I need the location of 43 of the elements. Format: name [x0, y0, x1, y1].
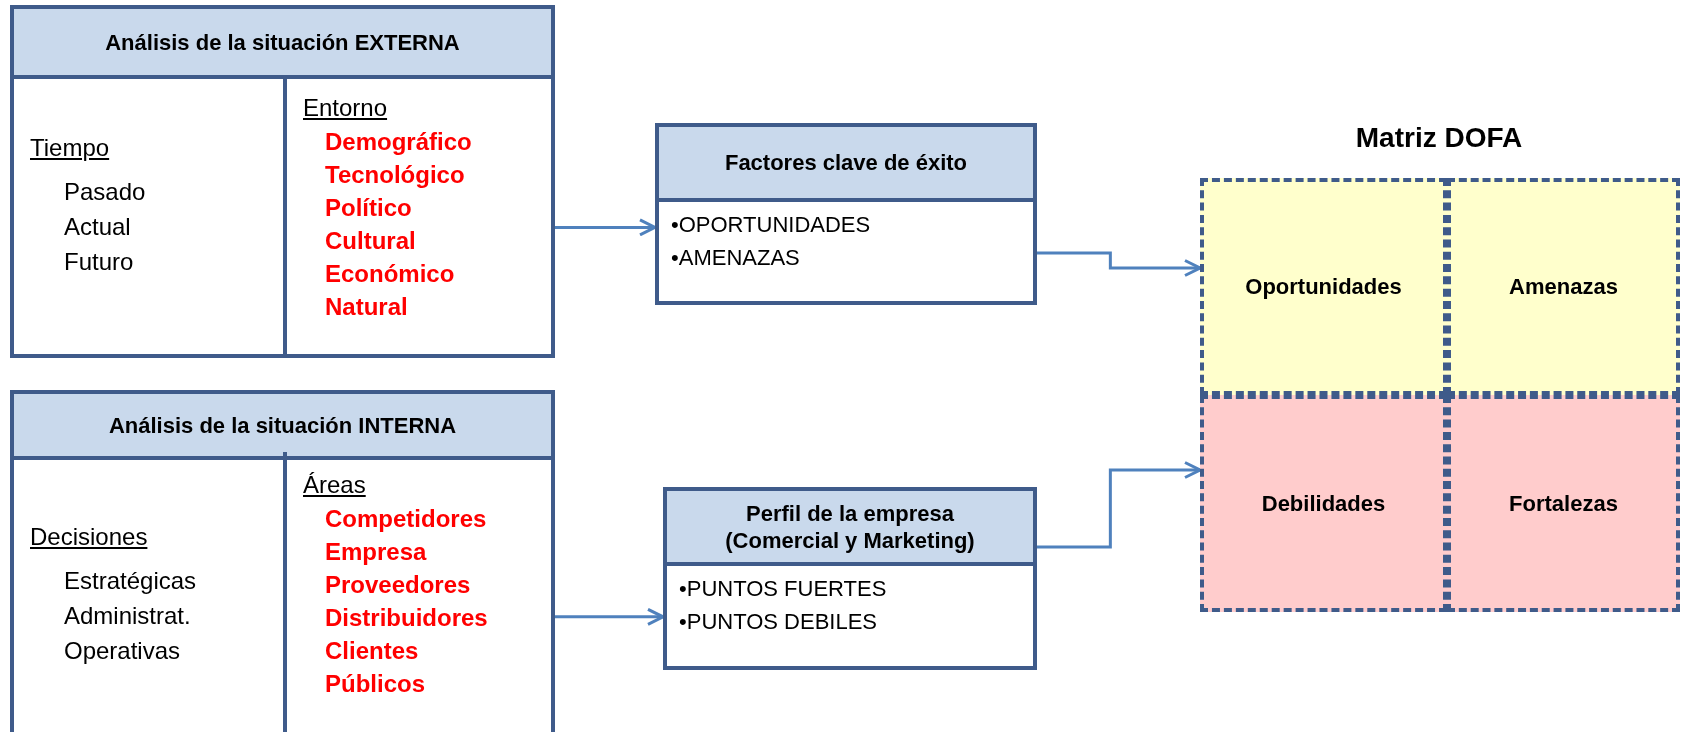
- list-item: Administrat.: [64, 601, 191, 631]
- list-item: Político: [325, 193, 412, 223]
- list-item: Competidores: [325, 504, 487, 534]
- summary-card: [655, 123, 1037, 305]
- panel-header: Análisis de la situación INTERNA: [14, 394, 551, 460]
- summary-card: [663, 487, 1037, 670]
- arrow: [555, 218, 657, 237]
- list-item: Estratégicas: [64, 566, 197, 596]
- quadrant-label: Debilidades: [1261, 490, 1386, 517]
- arrow: [1037, 461, 1202, 549]
- arrow: [1037, 251, 1202, 277]
- panel-header: Perfil de la empresa (Comercial y Marketing): [667, 491, 1033, 566]
- list-item: Empresa: [325, 537, 427, 567]
- bullet-item: •PUNTOS DEBILES: [679, 608, 878, 636]
- list-item: Tecnológico: [325, 160, 465, 190]
- analysis-panel: [10, 5, 555, 358]
- list-item: Distribuidores: [325, 603, 488, 633]
- bullet-item: •OPORTUNIDADES: [671, 211, 871, 239]
- list-item: Económico: [325, 259, 455, 289]
- column-heading: Tiempo: [30, 133, 110, 163]
- list-item: Cultural: [325, 226, 416, 256]
- list-item: Demográfico: [325, 127, 472, 157]
- panel-header: Factores clave de éxito: [659, 127, 1033, 202]
- bullet-item: •AMENAZAS: [671, 244, 800, 272]
- bullet-item: •PUNTOS FUERTES: [679, 575, 887, 603]
- column-heading: Áreas: [303, 470, 366, 500]
- column-heading: Decisiones: [30, 522, 148, 552]
- column-heading: Entorno: [303, 93, 388, 123]
- list-item: Futuro: [64, 247, 134, 277]
- list-item: Públicos: [325, 669, 426, 699]
- list-item: Pasado: [64, 177, 146, 207]
- list-item: Proveedores: [325, 570, 471, 600]
- list-item: Actual: [64, 212, 131, 242]
- matrix-title: Matriz DOFA: [1354, 121, 1524, 155]
- quadrant-label: Oportunidades: [1245, 273, 1402, 300]
- list-item: Operativas: [64, 636, 181, 666]
- panel-header: Análisis de la situación EXTERNA: [14, 9, 551, 79]
- list-item: Natural: [325, 292, 408, 322]
- quadrant-label: Fortalezas: [1509, 490, 1618, 517]
- arrow: [555, 607, 665, 626]
- analysis-panel: [10, 390, 555, 732]
- list-item: Clientes: [325, 636, 419, 666]
- quadrant-label: Amenazas: [1509, 273, 1618, 300]
